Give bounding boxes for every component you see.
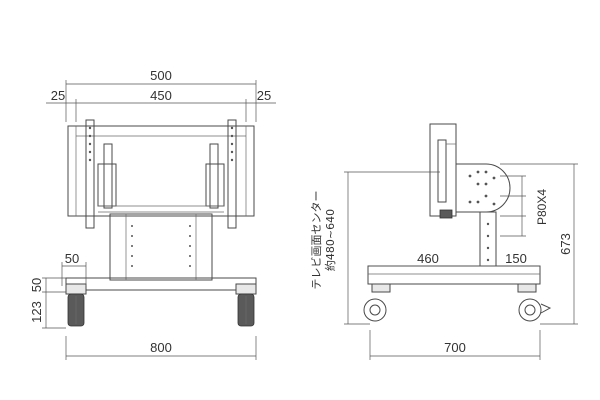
front-bracket-frame: [67, 119, 255, 229]
tv-center-label: テレビ画面センター: [310, 191, 323, 290]
dim-post-offset: 460: [417, 251, 439, 266]
side-base: [363, 265, 552, 322]
side-post: [479, 211, 497, 267]
side-tv-center-dimension: [344, 171, 440, 325]
front-base: [65, 277, 257, 327]
dim-caster-width: 50: [65, 251, 79, 266]
tv-center-range: 約480~640: [323, 209, 337, 271]
front-caster-dimensions: [42, 262, 87, 329]
side-base-dimensions: [369, 265, 541, 360]
dim-base-depth: 700: [444, 340, 466, 355]
dim-caster-offset: 50: [29, 278, 44, 292]
dim-height: 673: [558, 233, 573, 255]
front-bottom-dimension: [65, 336, 257, 360]
dim-base-width: 800: [150, 340, 172, 355]
dim-vesa: P80X4: [535, 189, 549, 225]
side-head-block: [455, 163, 511, 213]
side-view: テレビ画面センター 約480~640 673 P80X4 460 150 700: [310, 123, 578, 360]
side-right-dimensions: [500, 163, 578, 325]
front-view: 500 25 450 25: [29, 68, 276, 360]
dim-post-to-rear: 150: [505, 251, 527, 266]
dim-base-height: 123: [29, 301, 44, 323]
front-top-dimensions: [46, 80, 276, 122]
side-mount-bracket: [429, 123, 457, 219]
dim-left-margin: 25: [51, 88, 65, 103]
front-column: [109, 213, 213, 281]
dim-overall-top: 500: [150, 68, 172, 83]
dim-inner-width: 450: [150, 88, 172, 103]
dim-right-margin: 25: [257, 88, 271, 103]
